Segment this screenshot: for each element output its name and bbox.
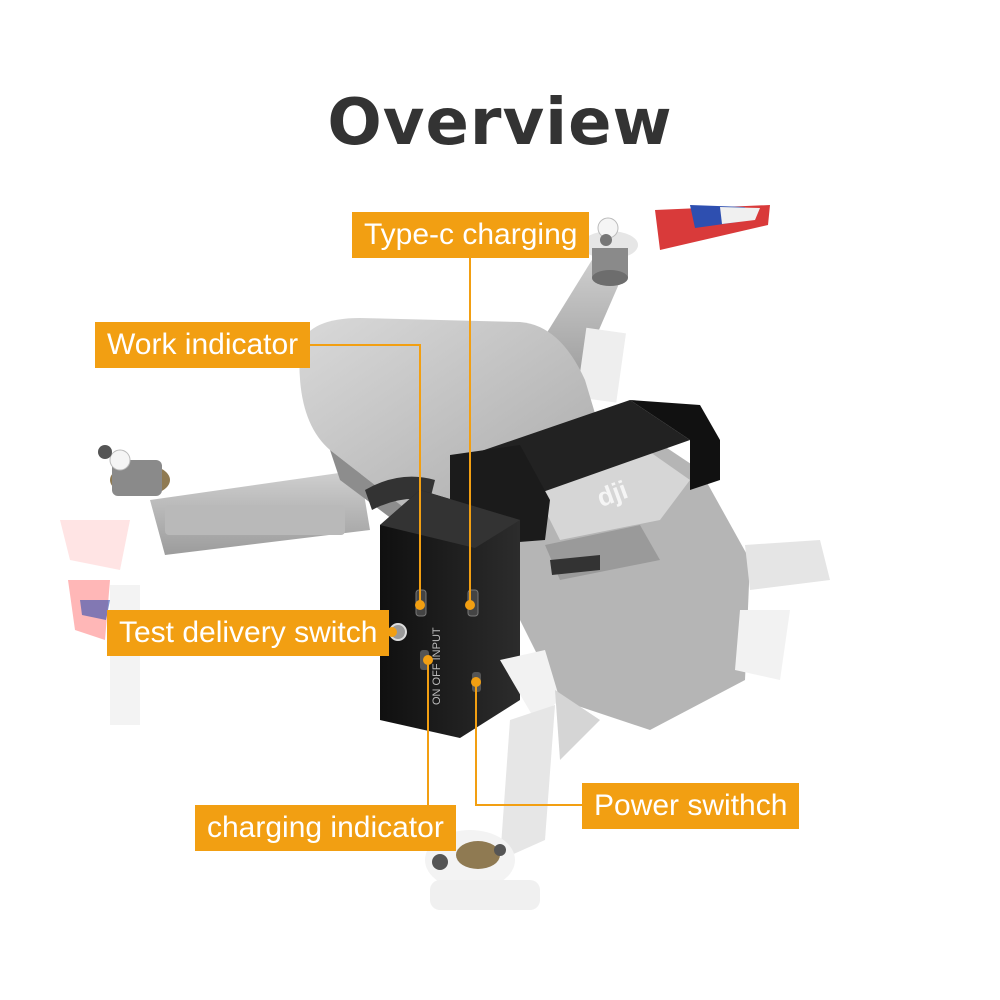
callout-charging-indicator: charging indicator (195, 805, 456, 851)
switch-marks: ON OFF INPUT (431, 627, 443, 705)
callout-test-delivery-switch: Test delivery switch (107, 610, 390, 656)
arm-left (60, 445, 370, 725)
mount-strap (450, 400, 720, 545)
leg-front (500, 650, 600, 860)
leg-right (735, 540, 830, 680)
callout-type-c-charging: Type-c charging (352, 212, 590, 258)
callout-power-switch: Power swithch (582, 783, 800, 829)
propeller-top-right (655, 205, 770, 250)
page-title: Overview (327, 86, 673, 160)
callout-work-indicator: Work indicator (95, 322, 311, 368)
payload-box: ON OFF INPUT (380, 490, 520, 738)
leader-dots (387, 600, 481, 687)
leader-lines (296, 258, 582, 828)
propeller-bottom (425, 830, 540, 910)
